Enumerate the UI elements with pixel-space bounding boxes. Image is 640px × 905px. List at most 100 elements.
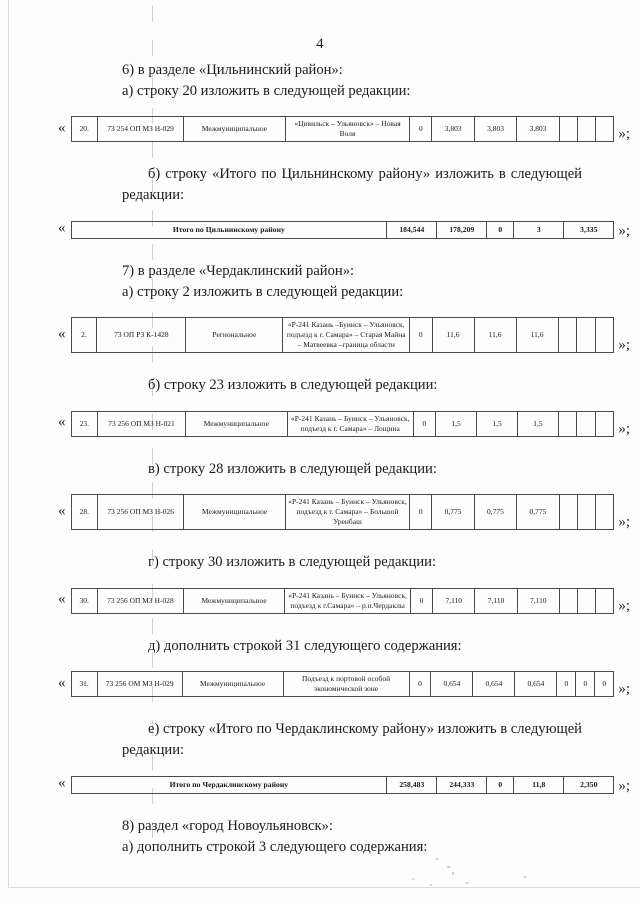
page-number: 4 [316,36,324,52]
cell-road-type: Межмуниципальное [184,410,288,437]
section-8-item-a: а) дополнить строкой 3 следующего содерж… [122,838,428,855]
cell-value-1: 11,6 [431,317,475,354]
road-table-row-20: 20. 73 254 ОП МЗ Н-029 Межмуниципальное … [70,116,615,143]
cell-road-code: 73 256 ОП МЗ Н-028 [96,587,184,614]
cell-number: 23. [70,410,99,437]
table-row: Итого по Цильнинскому району 184,544 178… [70,220,615,239]
quote-close-mark: »; [618,597,630,614]
cell-value-3: 0,775 [516,494,560,531]
section-7-item-a: а) строку 2 изложить в следующей редакци… [122,283,404,300]
cell-value-1: 3,803 [431,116,475,143]
quote-close-mark: »; [618,777,630,794]
cell-zero: 0 [410,587,434,614]
table-block-row-23: « 23. 73 256 ОП МЗ Н-021 Межмуниципально… [0,410,640,437]
cell-road-name: «Р-241 Казань –Буинск – Ульяновск, подъе… [282,317,411,354]
cell-zero: 0 [412,410,437,437]
scan-edge-bottom [8,887,640,888]
cell-road-code: 73 256 ОП МЗ Н-026 [97,494,185,531]
section-7-item-e: е) строку «Итого по Чердаклинскому район… [122,721,582,758]
quote-open-mark: « [58,502,66,519]
section-8-heading: 8) раздел «город Новоульяновск»: [122,817,333,834]
cell-total-value-2: 244,333 [436,775,488,794]
section-7-heading: 7) в разделе «Чердаклинский район»: [122,262,355,279]
table-block-total-tsilninsky: « Итого по Цильнинскому району 184,544 1… [0,220,640,239]
cell-road-type: Региональное [185,317,284,354]
quote-open-mark: « [58,325,66,342]
cell-blank-2 [576,317,596,354]
cell-road-code: 73 ОП РЗ К-1428 [96,317,187,354]
cell-extra-1: 0 [556,671,577,698]
section-6-heading: 6) в разделе «Цильнинский район»: [122,62,343,78]
cell-total-value-3: 0 [486,220,515,239]
scan-speckle [412,878,414,880]
section-7-item-v: в) строку 28 изложить в следующей редакц… [148,460,437,477]
table-row: 2. 73 ОП РЗ К-1428 Региональное «Р-241 К… [70,317,615,354]
quote-open-mark: « [58,414,66,431]
table-block-row-31: « 31. 73 256 ОМ МЗ Н-029 Межмуниципально… [0,671,640,698]
cell-value-3: 1,5 [517,410,559,437]
cell-zero: 0 [409,317,433,354]
cell-road-type: Межмуниципальное [181,671,284,698]
cell-total-value-5: 2,350 [563,775,615,794]
cell-blank-3 [595,494,615,531]
cell-extra-3: 0 [594,671,615,698]
quote-open-mark: « [58,220,66,237]
cell-total-label: Итого по Чердаклинскому району [70,775,388,794]
cell-total-label: Итого по Цильнинскому району [70,220,388,239]
table-block-row-30: « 30. 73 256 ОП МЗ Н-028 Межмуниципально… [0,587,640,614]
scan-speckle [447,866,450,868]
road-table-row-2: 2. 73 ОП РЗ К-1428 Региональное «Р-241 К… [70,317,615,354]
cell-number: 20. [70,116,99,143]
table-row: 28. 73 256 ОП МЗ Н-026 Межмуниципальное … [70,494,615,531]
cell-value-2: 11,6 [473,317,517,354]
cell-value-3: 0,654 [514,671,558,698]
cell-total-value-4: 3 [513,220,565,239]
cell-blank-2 [576,116,597,143]
scan-speckle [524,876,526,878]
cell-blank-3 [594,410,615,437]
cell-total-value-1: 258,483 [386,775,438,794]
cell-road-name: «Цивильск – Ульяновск» – Новая Воля [284,116,411,143]
quote-open-mark: « [58,775,66,792]
section-6-item-a: а) строку 20 изложить в следующей редакц… [122,82,411,99]
road-table-row-28: 28. 73 256 ОП МЗ Н-026 Межмуниципальное … [70,494,615,531]
cell-road-code: 73 256 ОМ МЗ Н-029 [96,671,183,698]
cell-blank-2 [576,494,597,531]
scan-speckle [466,882,469,884]
road-table-row-23: 23. 73 256 ОП МЗ Н-021 Межмуниципальное … [70,410,615,437]
cell-value-1: 7,110 [432,587,476,614]
cell-road-code: 73 256 ОП МЗ Н-021 [97,410,186,437]
cell-road-code: 73 254 ОП МЗ Н-029 [97,116,185,143]
table-row: 30. 73 256 ОП МЗ Н-028 Межмуниципальное … [70,587,615,614]
quote-close-mark: »; [618,337,630,354]
quote-close-mark: »; [618,420,630,437]
cell-value-3: 3,803 [516,116,560,143]
page-content: 4 6) в разделе «Цильнинский район»: а) с… [0,36,640,855]
table-block-row-28: « 28. 73 256 ОП МЗ Н-026 Межмуниципально… [0,494,640,531]
scan-speckle [452,872,454,875]
cell-blank-1 [558,587,579,614]
cell-number: 2. [70,317,98,354]
quote-close-mark: »; [618,514,630,531]
cell-blank-1 [557,410,578,437]
cell-value-2: 3,803 [473,116,518,143]
quote-close-mark: »; [618,126,630,143]
cell-extra-2: 0 [575,671,596,698]
quote-close-mark: »; [618,222,630,239]
table-row: 20. 73 254 ОП МЗ Н-029 Межмуниципальное … [70,116,615,143]
table-block-row-2: « 2. 73 ОП РЗ К-1428 Региональное «Р-241… [0,317,640,354]
scan-speckle [430,884,432,886]
cell-road-type: Межмуниципальное [183,116,286,143]
quote-open-mark: « [58,591,66,608]
cell-blank-1 [558,494,578,531]
table-row: Итого по Чердаклинскому району 258,483 2… [70,775,615,794]
cell-value-2: 7,110 [474,587,518,614]
cell-blank-3 [594,317,615,354]
table-row: 31. 73 256 ОМ МЗ Н-029 Межмуниципальное … [70,671,615,698]
cell-zero: 0 [409,494,433,531]
cell-blank-1 [557,317,578,354]
total-table-cherdaklinsky: Итого по Чердаклинскому району 258,483 2… [70,775,615,794]
scan-edge-left [8,0,9,887]
total-table-tsilninsky: Итого по Цильнинскому району 184,544 178… [70,220,615,239]
